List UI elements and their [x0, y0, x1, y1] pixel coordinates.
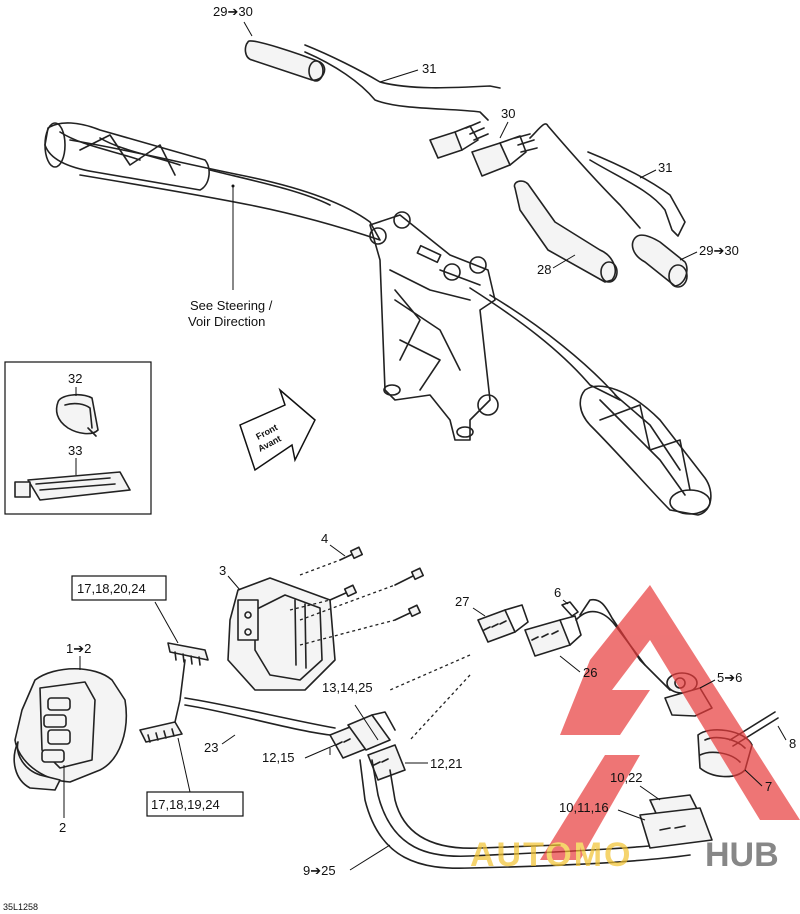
screws-4	[289, 546, 425, 646]
ref-box-bottom	[146, 791, 244, 817]
left-grip	[44, 122, 210, 191]
ref-box-top	[71, 575, 167, 601]
callout-12-21: 12,21	[430, 756, 463, 771]
callout-8: 8	[789, 736, 796, 751]
callout-17-18-19-24: 17,18,19,24	[151, 797, 220, 812]
inset-kit-box	[4, 361, 152, 515]
handlebar-assembly	[44, 122, 712, 516]
connector-30-right	[471, 133, 538, 177]
reference-code: 35L1258	[3, 902, 38, 912]
callout-28: 28	[537, 262, 551, 277]
callout-10-22: 10,22	[610, 770, 643, 785]
callout-4: 4	[321, 531, 328, 546]
handlebar-tube	[69, 139, 381, 241]
front-direction-arrow	[239, 387, 316, 472]
left-control-switch	[13, 667, 128, 791]
connector-27	[477, 604, 529, 643]
callout-3: 3	[219, 563, 226, 578]
connector-block-12-21	[367, 744, 406, 781]
automotohub-watermark: AUTOMO HUB	[470, 585, 800, 874]
switch-housing-3	[227, 577, 336, 691]
grip-heater-parts	[244, 40, 688, 288]
callout-33: 33	[68, 443, 82, 458]
connector-17-18-19-24	[139, 721, 183, 743]
wiring-harness	[359, 759, 691, 870]
callout-32: 32	[68, 371, 82, 386]
callout-12-15: 12,15	[262, 750, 295, 765]
heater-sleeve-top	[244, 40, 326, 81]
see-steering-line-1: See Steering /	[190, 298, 273, 313]
callout-23: 23	[204, 740, 218, 755]
callout-1-2: 1➔2	[66, 641, 91, 656]
callout-29-30-top: 29➔30	[213, 4, 253, 19]
callout-6: 6	[554, 585, 561, 600]
heater-sleeve-right	[631, 234, 688, 287]
callout-9-25: 9➔25	[303, 863, 336, 878]
connector-26	[524, 615, 582, 657]
connector-17-18-20-24	[167, 642, 209, 666]
callout-17-18-20-24: 17,18,20,24	[77, 581, 146, 596]
right-grip	[579, 385, 712, 516]
part-28-sleeve	[513, 180, 616, 283]
see-steering-line-2: Voir Direction	[188, 314, 265, 329]
watermark-auto-text: AUTOMO	[470, 836, 632, 874]
callout-31-top: 31	[422, 61, 436, 76]
control-module-10	[639, 794, 713, 849]
callout-31-right: 31	[658, 160, 672, 175]
callout-27: 27	[455, 594, 469, 609]
callout-29-30-right: 29➔30	[699, 243, 739, 258]
callout-5-6: 5➔6	[717, 670, 742, 685]
watermark-hub-text: HUB	[705, 836, 779, 874]
callout-10-11-16: 10,11,16	[559, 800, 609, 815]
heater-wire-right	[587, 151, 686, 237]
callout-30: 30	[501, 106, 515, 121]
handlebar-riser	[369, 214, 496, 441]
callout-26: 26	[583, 665, 597, 680]
callout-13-14-25: 13,14,25	[322, 680, 373, 695]
callout-7: 7	[765, 779, 772, 794]
connector-30-left	[429, 121, 489, 159]
callout-2: 2	[59, 820, 66, 835]
